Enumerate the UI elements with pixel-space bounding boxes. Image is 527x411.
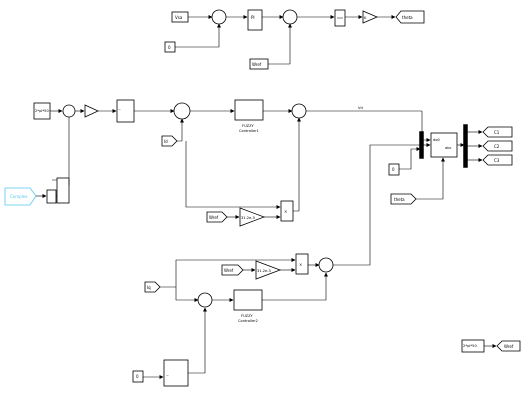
product-block-low[interactable]: × [295, 253, 309, 275]
transform-group: dq0 abc C1 C2 C3 0 theta [388, 124, 513, 205]
gain-block-top[interactable]: K [362, 10, 379, 24]
wire [262, 272, 328, 301]
sum-block[interactable] [173, 102, 191, 120]
svg-text:Wref: Wref [504, 344, 514, 349]
svg-text:Wref: Wref [224, 268, 234, 273]
fuzzy-controller-1[interactable]: FUZZY Controller1 [234, 99, 264, 133]
svg-text:FUZZY: FUZZY [242, 124, 255, 128]
wire [293, 117, 301, 212]
wire [52, 117, 70, 181]
sum-block[interactable] [318, 257, 334, 273]
svg-text:C2: C2 [494, 144, 500, 149]
theta-from-block[interactable]: theta [390, 193, 417, 205]
wref-input-top[interactable]: Wref [249, 58, 269, 70]
svg-text:dq0: dq0 [433, 138, 441, 142]
sum-block[interactable] [211, 9, 227, 25]
wire [177, 118, 184, 142]
sum-block[interactable] [291, 103, 307, 119]
zero-constant-block[interactable]: 0 [164, 41, 176, 53]
svg-text:31.2e-3: 31.2e-3 [257, 269, 271, 273]
svg-text:0: 0 [392, 167, 395, 172]
goto-c2[interactable]: C2 [482, 140, 513, 152]
wire [188, 307, 207, 374]
goto-c1[interactable]: C1 [482, 126, 513, 138]
zero-constant-bottom[interactable]: 0 [132, 370, 144, 383]
sum-block[interactable] [197, 292, 213, 308]
demux-bar [463, 124, 468, 168]
wire [268, 23, 292, 65]
svg-text:×: × [284, 209, 287, 214]
svg-text:Complex: Complex [10, 194, 28, 199]
wire [175, 287, 199, 302]
gain-low[interactable]: 31.2e-3 [255, 260, 282, 280]
svg-text:C1: C1 [494, 130, 500, 135]
pi-controller-block[interactable]: PI [247, 9, 263, 31]
wire [416, 157, 445, 200]
svg-text:Vd: Vd [358, 106, 363, 110]
svg-text:Controller2: Controller2 [238, 319, 258, 323]
ramp-constant-br[interactable]: 2*pi*50 [461, 339, 485, 353]
dq0-to-abc-block[interactable]: dq0 abc [430, 132, 458, 158]
svg-text:abc: abc [445, 146, 451, 150]
sum-block[interactable] [282, 9, 298, 25]
wire [399, 147, 421, 170]
wref-low-block[interactable]: Wref [221, 264, 244, 276]
gain-mid[interactable]: 31.2e-3 [239, 207, 266, 227]
transform-block-bottom[interactable]: ~ [163, 359, 189, 387]
wref-goto-br[interactable]: Wref [496, 340, 521, 352]
svg-text:FUZZY: FUZZY [241, 314, 254, 318]
svg-text:Vsa: Vsa [175, 15, 183, 20]
svg-text:Controller1: Controller1 [239, 129, 259, 133]
theta-goto-block[interactable]: theta [395, 10, 425, 24]
mux-bar [419, 131, 424, 159]
svg-text:~: ~ [118, 108, 121, 112]
svg-text:2*pi*50: 2*pi*50 [35, 109, 49, 113]
svg-text:31.2e-3: 31.2e-3 [241, 216, 255, 220]
d-axis-row: 2*pi*50 ~ FUZZY Controller1 Vd Id [4, 99, 431, 227]
svg-text:theta: theta [402, 15, 413, 20]
transform-block-left[interactable] [56, 177, 70, 204]
svg-text:K: K [364, 16, 367, 20]
top-row: Vsa 0 PI Wref K [164, 9, 425, 70]
svg-text:Iq: Iq [147, 285, 151, 290]
svg-text:0: 0 [136, 374, 139, 379]
wire [175, 23, 221, 48]
zero-constant-mid[interactable]: 0 [388, 163, 400, 176]
wref-mid-block[interactable]: Wref [206, 211, 228, 223]
svg-text:~: ~ [166, 374, 169, 378]
bottom-right-group: 2*pi*50 Wref [461, 339, 521, 353]
vsa-input-block[interactable]: Vsa [171, 11, 189, 23]
complex-input-block[interactable]: Complex [4, 187, 37, 206]
wire [333, 144, 420, 266]
gain-block[interactable] [84, 104, 99, 118]
svg-text:2*pi*50: 2*pi*50 [463, 344, 477, 348]
q-axis-row: Wref 31.2e-3 × Iq FUZZY Controller2 [132, 144, 420, 387]
ramp-constant-block[interactable]: 2*pi*50 [33, 102, 51, 120]
svg-text:Wref: Wref [209, 215, 219, 220]
id-reference-block[interactable]: Id [161, 135, 178, 147]
svg-text:Wref: Wref [252, 62, 262, 67]
sum-block[interactable] [62, 104, 76, 118]
svg-text:×: × [299, 262, 302, 267]
svg-text:PI: PI [251, 15, 255, 20]
svg-text:Id: Id [164, 139, 168, 144]
iq-input-block[interactable]: Iq [144, 281, 161, 293]
wire [185, 141, 281, 209]
svg-text:0: 0 [168, 45, 171, 50]
product-block-mid[interactable]: × [280, 200, 294, 222]
svg-text:theta: theta [394, 197, 405, 202]
transfer-block[interactable]: ~ [116, 99, 135, 123]
integrator-block[interactable] [334, 9, 346, 27]
goto-c3[interactable]: C3 [482, 154, 513, 166]
wire [160, 258, 296, 288]
fuzzy-controller-2[interactable]: FUZZY Controller2 [233, 289, 263, 323]
svg-text:C3: C3 [494, 158, 500, 163]
selector-block[interactable] [46, 189, 57, 204]
